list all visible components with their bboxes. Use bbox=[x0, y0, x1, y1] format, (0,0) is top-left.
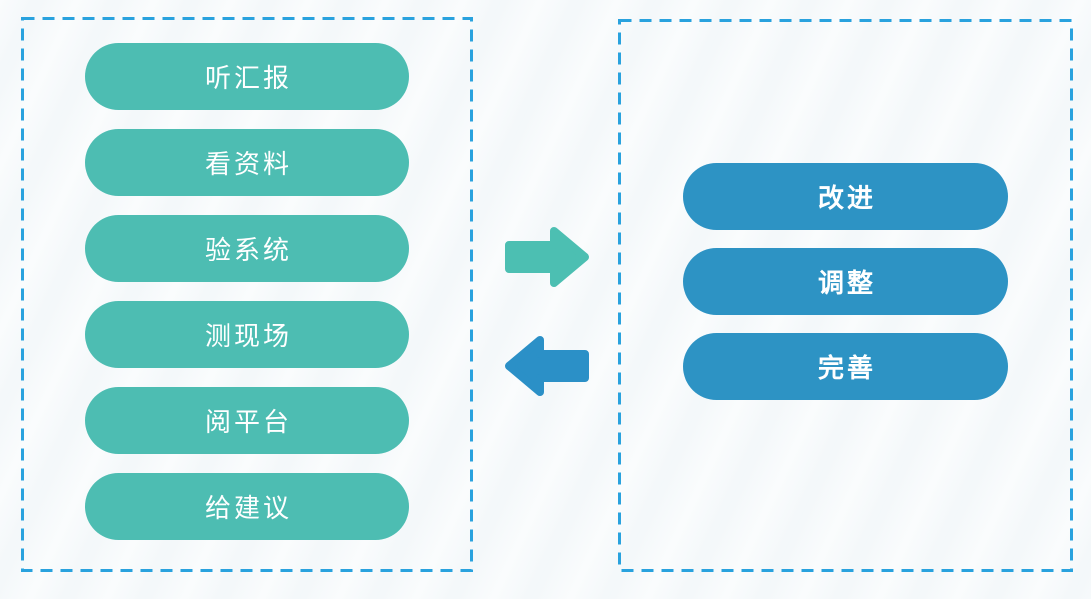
right-panel: 改进 调整 完善 bbox=[618, 19, 1073, 572]
pill-test-site: 测现场 bbox=[85, 301, 409, 368]
right-pill-list: 改进 调整 完善 bbox=[618, 19, 1073, 400]
pill-verify-system: 验系统 bbox=[85, 215, 409, 282]
left-panel-dashed-border bbox=[21, 17, 473, 572]
pill-listen-report: 听汇报 bbox=[85, 43, 409, 110]
forward-arrow-shape bbox=[505, 227, 589, 287]
right-panel-dashed-border bbox=[618, 19, 1073, 572]
backward-arrow-icon bbox=[505, 336, 589, 396]
left-pill-list: 听汇报 看资料 验系统 测现场 阅平台 给建议 bbox=[21, 17, 473, 540]
dashed-border-rect bbox=[21, 17, 473, 572]
pill-improve: 改进 bbox=[683, 163, 1008, 230]
pill-refine: 完善 bbox=[683, 333, 1008, 400]
dashed-border-rect bbox=[618, 19, 1073, 572]
pill-give-suggestions: 给建议 bbox=[85, 473, 409, 540]
pill-adjust: 调整 bbox=[683, 248, 1008, 315]
pill-review-platform: 阅平台 bbox=[85, 387, 409, 454]
forward-arrow-icon bbox=[505, 227, 589, 287]
backward-arrow-shape bbox=[505, 336, 589, 396]
pill-review-materials: 看资料 bbox=[85, 129, 409, 196]
left-panel: 听汇报 看资料 验系统 测现场 阅平台 给建议 bbox=[21, 17, 473, 572]
